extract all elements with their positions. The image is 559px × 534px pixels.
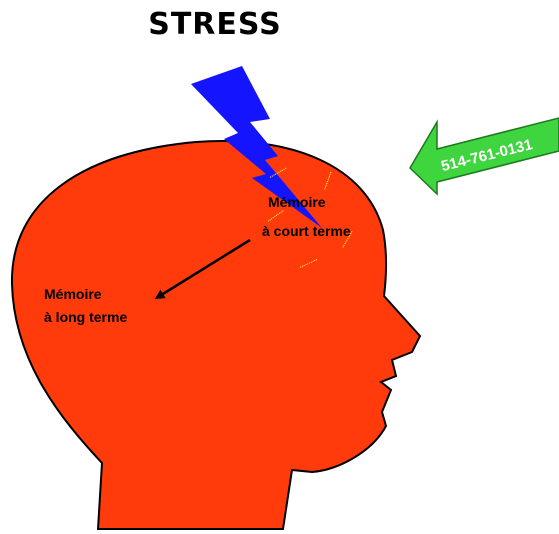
long-term-line-2: à long terme [44, 309, 127, 325]
diagram-title: STRESS [148, 7, 282, 42]
short-term-line-1: Mémoire [268, 194, 326, 210]
long-term-line-1: Mémoire [44, 286, 102, 302]
head-silhouette [12, 141, 420, 529]
left-arrow-icon: 514-761-0131 [410, 118, 559, 194]
short-term-line-2: à court terme [262, 223, 351, 239]
